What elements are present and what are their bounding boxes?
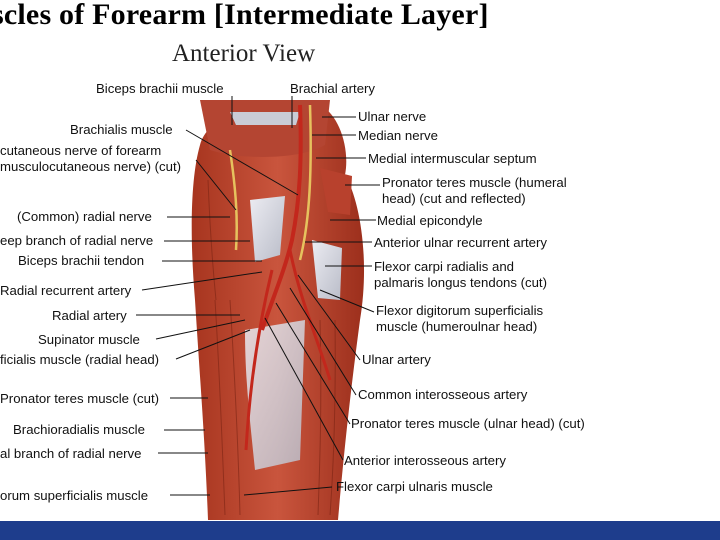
label-biceps-brachii-muscle: Biceps brachii muscle <box>96 81 224 96</box>
label-fds-humeroulnar: Flexor digitorum superficialis <box>376 303 544 318</box>
label-fcr-pl-tendons-cont: palmaris longus tendons (cut) <box>374 275 547 290</box>
label-fds-radial-head: ficialis muscle (radial head) <box>0 352 160 367</box>
label-pronator-teres-ulnar-head: Pronator teres muscle (ulnar head) (cut) <box>351 416 585 431</box>
label-radial-recurrent-artery: Radial recurrent artery <box>0 283 132 298</box>
page-title: scles of Forearm [Intermediate Layer] <box>0 0 489 31</box>
label-brachial-artery: Brachial artery <box>290 81 376 96</box>
label-lateral-cutaneous-nerve-cont: musculocutaneous nerve) (cut) <box>0 159 182 174</box>
footer-bar <box>0 521 720 540</box>
radial-artery-vessel <box>244 269 274 451</box>
label-flexor-carpi-ulnaris-muscle: Flexor carpi ulnaris muscle <box>336 479 493 494</box>
label-supinator-muscle: Supinator muscle <box>38 332 140 347</box>
label-common-radial-nerve: (Common) radial nerve <box>17 209 152 224</box>
label-fds-muscle: orum superficialis muscle <box>0 488 149 503</box>
pronator-teres-reflected <box>320 168 352 215</box>
median-nerve-vessel <box>298 104 312 261</box>
biceps-tendon-area <box>250 196 285 262</box>
label-anterior-interosseous-artery: Anterior interosseous artery <box>344 453 506 468</box>
label-pronator-teres-cut: Pronator teres muscle (cut) <box>0 391 160 406</box>
label-medial-epicondyle: Medial epicondyle <box>377 213 483 228</box>
biceps-tendon-shape <box>230 112 300 125</box>
label-ulnar-artery: Ulnar artery <box>362 352 431 367</box>
page-subtitle: Anterior View <box>172 40 316 67</box>
label-ulnar-nerve: Ulnar nerve <box>358 109 427 124</box>
label-anterior-ulnar-recurrent-artery: Anterior ulnar recurrent artery <box>374 235 547 250</box>
label-biceps-brachii-tendon: Biceps brachii tendon <box>18 253 145 268</box>
label-fds-humeroulnar-cont: muscle (humeroulnar head) <box>376 319 538 334</box>
label-medial-intermuscular-septum: Medial intermuscular septum <box>368 151 537 166</box>
label-deep-branch-radial-nerve: eep branch of radial nerve <box>0 233 154 248</box>
brachial-artery-vessel <box>260 104 303 331</box>
label-superficial-branch-radial-nerve: al branch of radial nerve <box>0 446 142 461</box>
fds-aponeurosis <box>245 320 305 470</box>
label-common-interosseous-artery: Common interosseous artery <box>358 387 528 402</box>
label-pronator-teres-humeral: Pronator teres muscle (humeral <box>382 175 567 190</box>
label-fcr-pl-tendons: Flexor carpi radialis and <box>374 259 514 274</box>
label-brachialis-muscle: Brachialis muscle <box>70 122 173 137</box>
label-pronator-teres-humeral-cont: head) (cut and reflected) <box>382 191 526 206</box>
label-radial-artery: Radial artery <box>52 308 127 323</box>
label-lateral-cutaneous-nerve: cutaneous nerve of forearm <box>0 143 162 158</box>
label-brachioradialis-muscle: Brachioradialis muscle <box>13 422 145 437</box>
label-median-nerve: Median nerve <box>358 128 438 143</box>
